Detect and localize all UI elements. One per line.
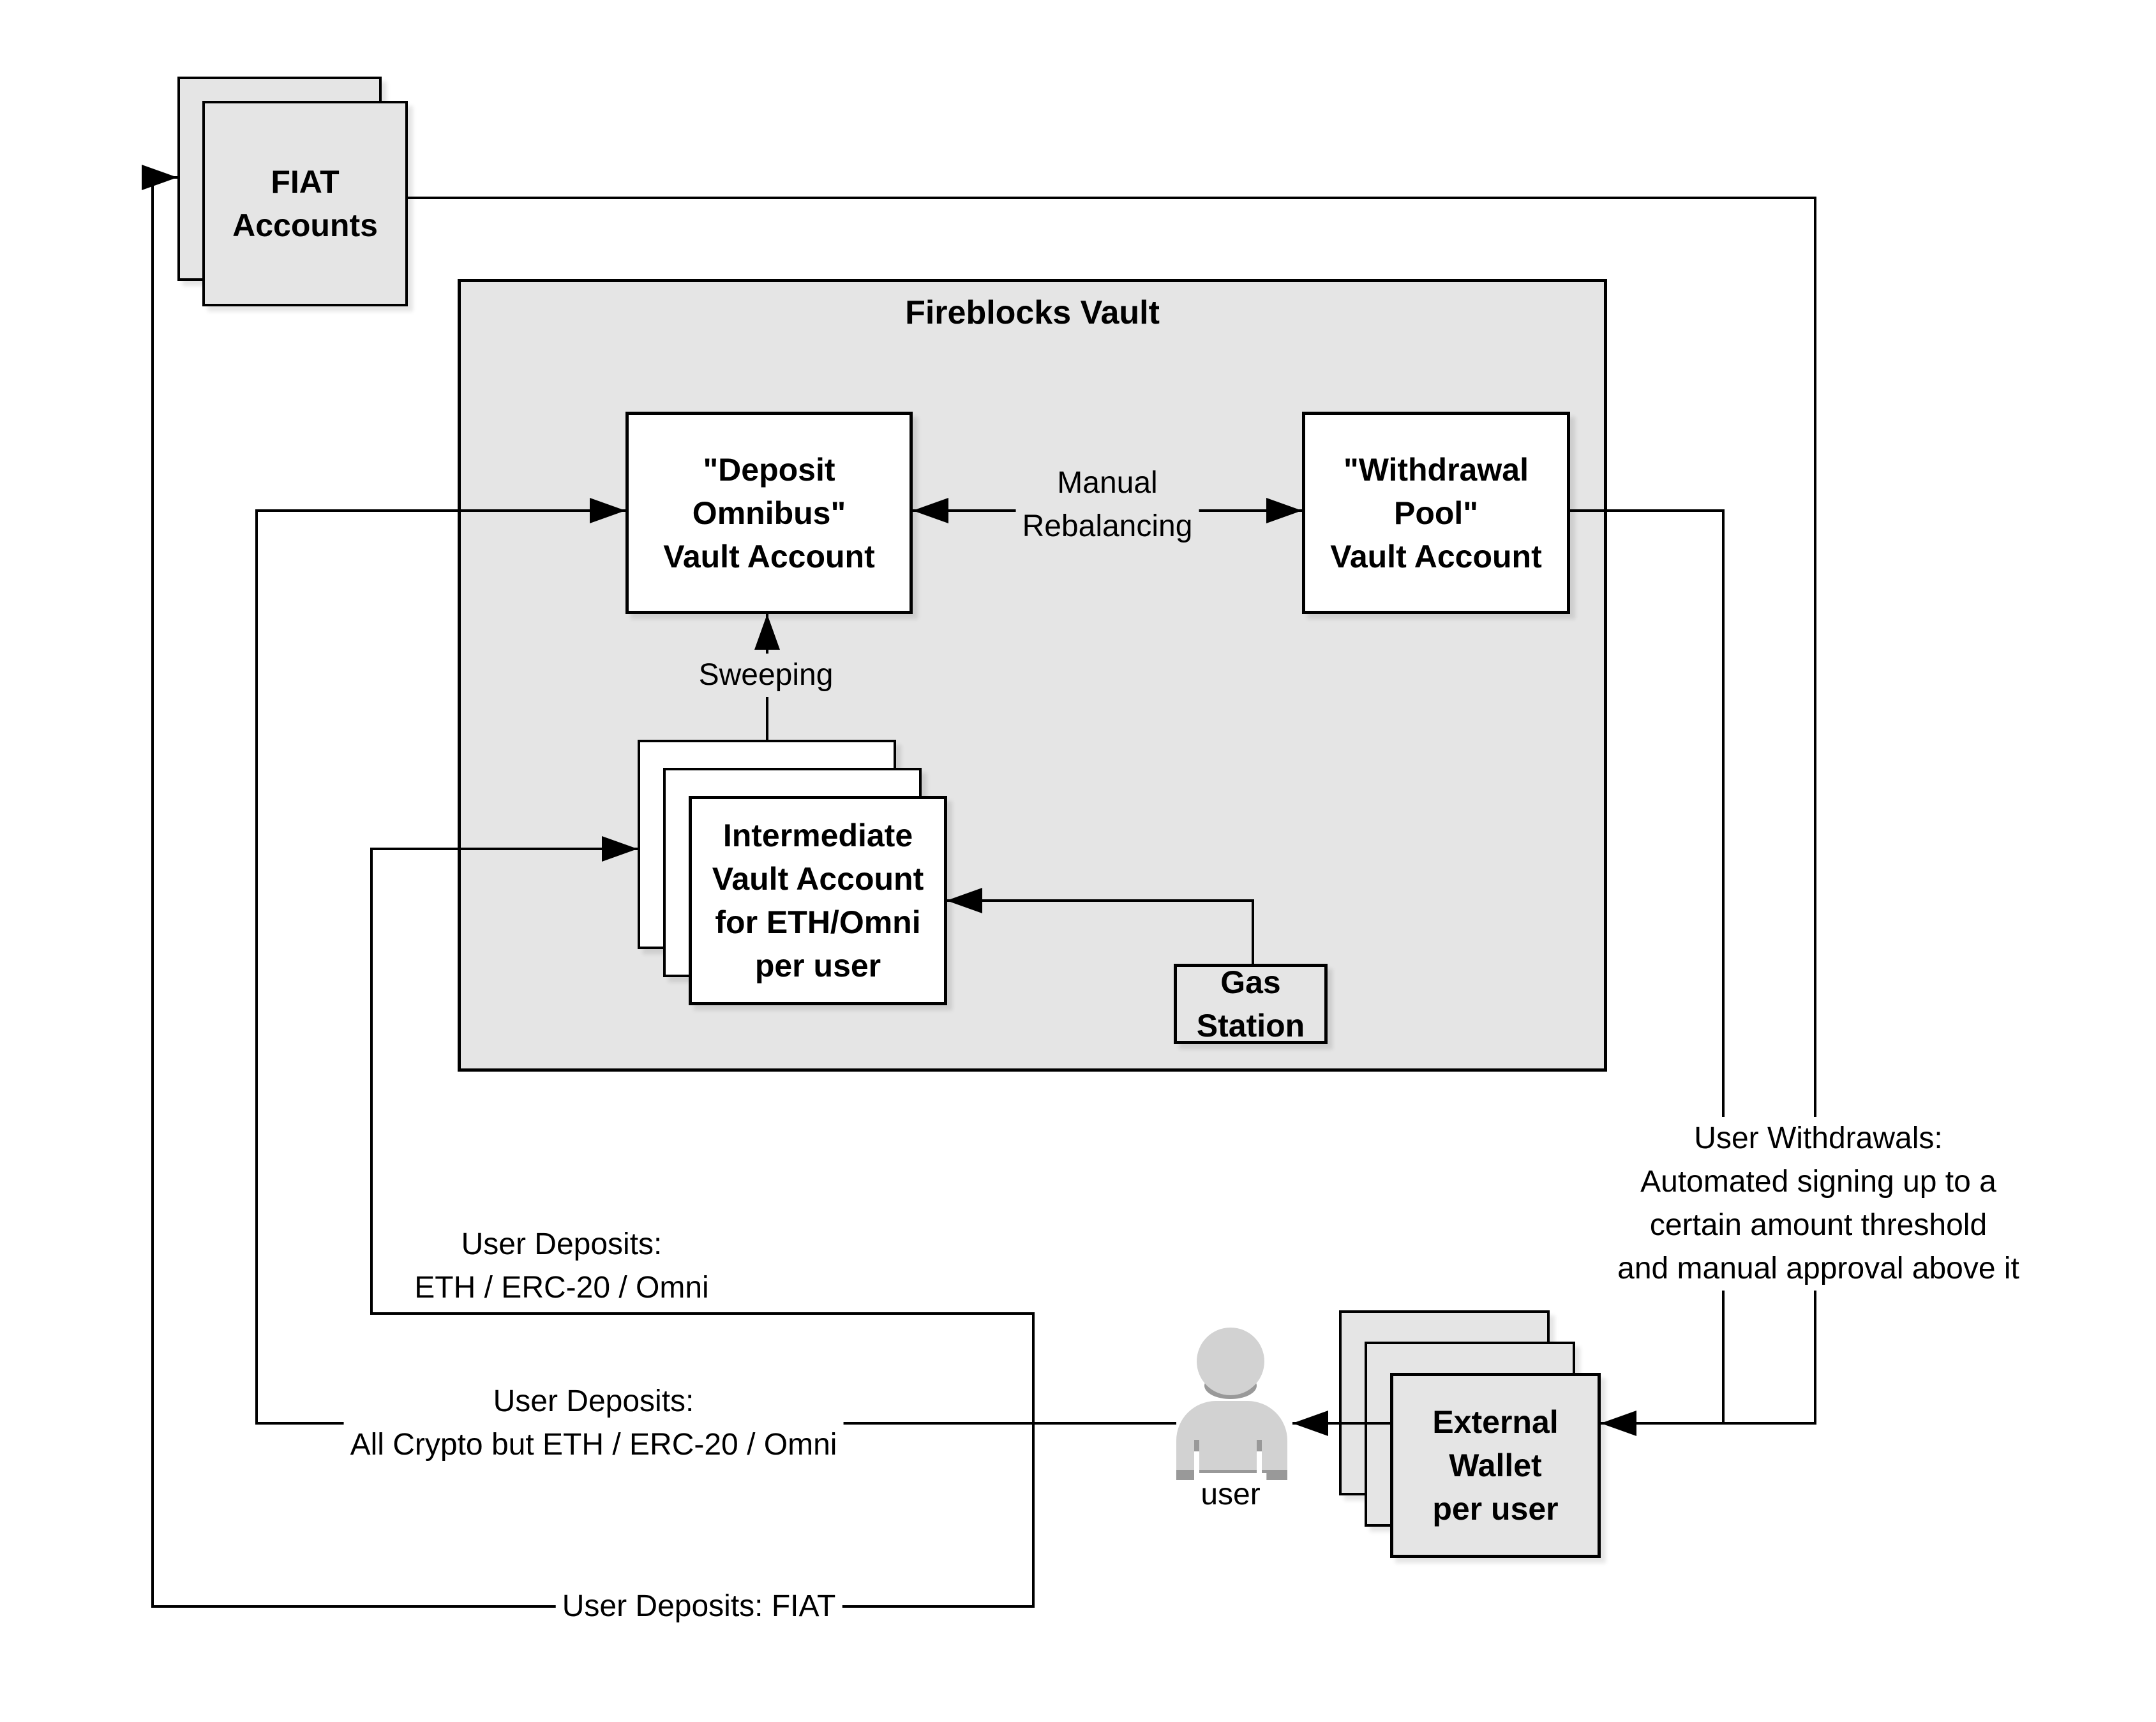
sweeping-label: Sweeping: [692, 654, 840, 697]
edge-fiat-to-external-wallet: [408, 197, 1816, 1436]
user-deposits-all-line2: All Crypto but ETH / ERC-20 / Omni: [350, 1428, 837, 1462]
deposit-omnibus-box: "Deposit Omnibus" Vault Account: [625, 412, 913, 614]
manual-rebalancing-line2: Rebalancing: [1022, 509, 1193, 543]
edge-user-deposits-eth: [370, 836, 1035, 1423]
withdrawal-pool-label-line2: Pool": [1393, 495, 1479, 531]
user-deposits-all-crypto-label: User Deposits: All Crypto but ETH / ERC-…: [343, 1380, 844, 1467]
external-wallet-label-line1: External: [1432, 1404, 1559, 1440]
user-deposits-all-line1: User Deposits:: [493, 1384, 694, 1418]
fiat-accounts-label-line2: Accounts: [232, 207, 378, 243]
user-figure-arm-mark-left: [1194, 1440, 1199, 1451]
edge-gas-station: [947, 888, 1254, 965]
edge-user-deposits-fiat: [142, 165, 1035, 1608]
user-deposits-eth-line2: ETH / ERC-20 / Omni: [414, 1271, 709, 1305]
user-deposits-fiat-label: User Deposits: FIAT: [555, 1585, 842, 1628]
user-deposits-eth-label: User Deposits: ETH / ERC-20 / Omni: [408, 1223, 715, 1310]
withdrawal-pool-box: "Withdrawal Pool" Vault Account: [1302, 412, 1570, 614]
external-wallet-label-line3: per user: [1432, 1491, 1559, 1527]
deposit-omnibus-label-line1: "Deposit: [703, 451, 835, 488]
gas-station-label-line1: Gas: [1220, 964, 1281, 1000]
manual-rebalancing-label: Manual Rebalancing: [1015, 461, 1199, 548]
gas-station-box: Gas Station: [1174, 964, 1328, 1044]
user-figure-arm-gap-right: [1257, 1451, 1262, 1480]
withdrawal-pool-label-line1: "Withdrawal: [1344, 451, 1529, 488]
vault-title: Fireblocks Vault: [905, 294, 1160, 331]
user-figure-head: [1197, 1328, 1264, 1395]
manual-rebalancing-line1: Manual: [1057, 466, 1158, 500]
intermediate-vault-box: Intermediate Vault Account for ETH/Omni …: [689, 796, 947, 1005]
deposit-omnibus-label-line2: Omnibus": [692, 495, 846, 531]
fiat-accounts-label-line1: FIAT: [271, 164, 340, 200]
fiat-accounts-box: FIAT Accounts: [202, 101, 408, 306]
user-withdrawals-line1: User Withdrawals:: [1694, 1121, 1943, 1155]
intermediate-vault-label-line2: Vault Account: [712, 861, 924, 897]
user-withdrawals-label: User Withdrawals: Automated signing up t…: [1611, 1117, 2026, 1291]
user-withdrawals-line3: certain amount threshold: [1649, 1208, 1988, 1242]
gas-station-label-line2: Station: [1196, 1008, 1305, 1044]
intermediate-vault-label-line4: per user: [754, 948, 881, 984]
intermediate-vault-label-line1: Intermediate: [722, 818, 913, 853]
user-figure-arm-gap-left: [1194, 1451, 1199, 1480]
intermediate-vault-label-line3: for ETH/Omni: [715, 904, 921, 940]
user-deposits-eth-line1: User Deposits:: [461, 1227, 663, 1261]
user-label: user: [1194, 1473, 1267, 1516]
user-figure-arm-mark-right: [1257, 1440, 1262, 1451]
external-wallet-box: External Wallet per user: [1390, 1373, 1601, 1558]
user-withdrawals-line4: and manual approval above it: [1617, 1252, 2019, 1285]
deposit-omnibus-label-line3: Vault Account: [663, 538, 875, 574]
external-wallet-label-line2: Wallet: [1449, 1448, 1542, 1483]
user-withdrawals-line2: Automated signing up to a: [1640, 1165, 1996, 1199]
withdrawal-pool-label-line3: Vault Account: [1330, 538, 1542, 574]
user-figure-body: [1176, 1401, 1287, 1480]
